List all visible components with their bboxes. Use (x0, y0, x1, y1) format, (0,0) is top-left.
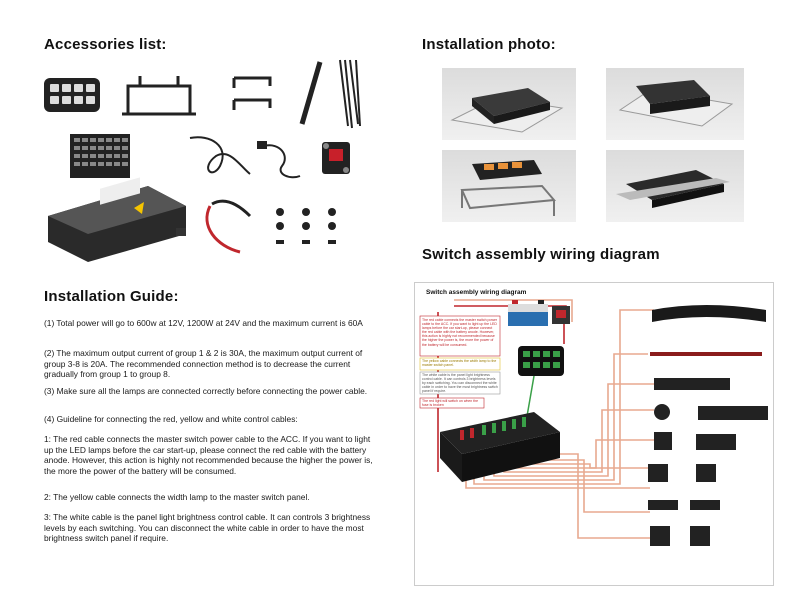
relay-box-image (48, 177, 186, 262)
lamp-square-2 (648, 464, 668, 482)
guide-item-5: 1: The red cable connects the master swi… (44, 434, 373, 476)
control-cable-image (189, 136, 251, 175)
guide-item-3: (3) Make sure all the lamps are connecte… (44, 386, 368, 396)
installation-photo-4 (606, 150, 744, 222)
lamp-light-bar-3 (698, 406, 768, 420)
lamp-strip (650, 352, 762, 356)
lamp-round (654, 404, 670, 420)
cable-ties-image (339, 59, 361, 129)
lamp-bar-short (696, 434, 736, 450)
wiring-diagram-heading: Switch assembly wiring diagram (422, 246, 660, 263)
wiring-diagram (419, 299, 768, 546)
note-red-cable: The red cable connects the master switch… (422, 318, 498, 347)
wiring-diagram-frame (414, 282, 774, 586)
installation-photo-3 (442, 150, 576, 222)
extension-cable-image (257, 141, 301, 179)
lamp-square-3 (696, 464, 716, 482)
installation-guide-heading: Installation Guide: (44, 288, 179, 305)
installation-photo-2 (606, 68, 744, 140)
lamp-slim-2 (690, 500, 720, 510)
label-sticker-sheet-image (70, 134, 130, 178)
guide-item-4: (4) Guideline for connecting the red, ye… (44, 414, 298, 424)
guide-item-1: (1) Total power will go to 600w at 12V, … (44, 318, 363, 328)
switch-panel-image (44, 78, 100, 112)
lamp-light-bar-2 (654, 378, 730, 390)
wiring-diagram-inner-title: Switch assembly wiring diagram (426, 289, 527, 296)
guide-item-6: 2: The yellow cable connects the width l… (44, 492, 310, 502)
breaker-image (552, 306, 570, 324)
note-red-light: The red light will switch on when the fu… (422, 399, 479, 408)
circuit-breaker-image (322, 142, 350, 174)
guide-item-7: 3: The white cable is the panel light br… (44, 512, 371, 544)
note-yellow-cable: The yellow cable connects the width lamp… (422, 359, 497, 368)
diagram-relay-box (440, 412, 560, 482)
diagram-switch-panel (518, 346, 564, 376)
mounting-bracket-image (122, 76, 196, 116)
flat-bar-image (299, 61, 323, 125)
lamp-slim-1 (648, 500, 678, 510)
accessories-heading: Accessories list: (44, 36, 167, 53)
l-brackets-image (232, 76, 272, 110)
note-white-cable: The white cable is the panel light brigh… (422, 373, 498, 394)
installation-photo-heading: Installation photo: (422, 36, 556, 53)
lamp-square-1 (654, 432, 672, 450)
accessories-illustration (44, 59, 361, 262)
screws-image (276, 208, 336, 244)
installation-photo-1 (442, 68, 576, 140)
lamp-square-4 (650, 526, 670, 546)
power-cables-image (205, 199, 252, 254)
lamp-square-5 (690, 526, 710, 546)
guide-item-2: (2) The maximum output current of group … (44, 348, 363, 380)
lamp-light-bar-curved (652, 305, 766, 322)
battery-image (508, 300, 548, 326)
